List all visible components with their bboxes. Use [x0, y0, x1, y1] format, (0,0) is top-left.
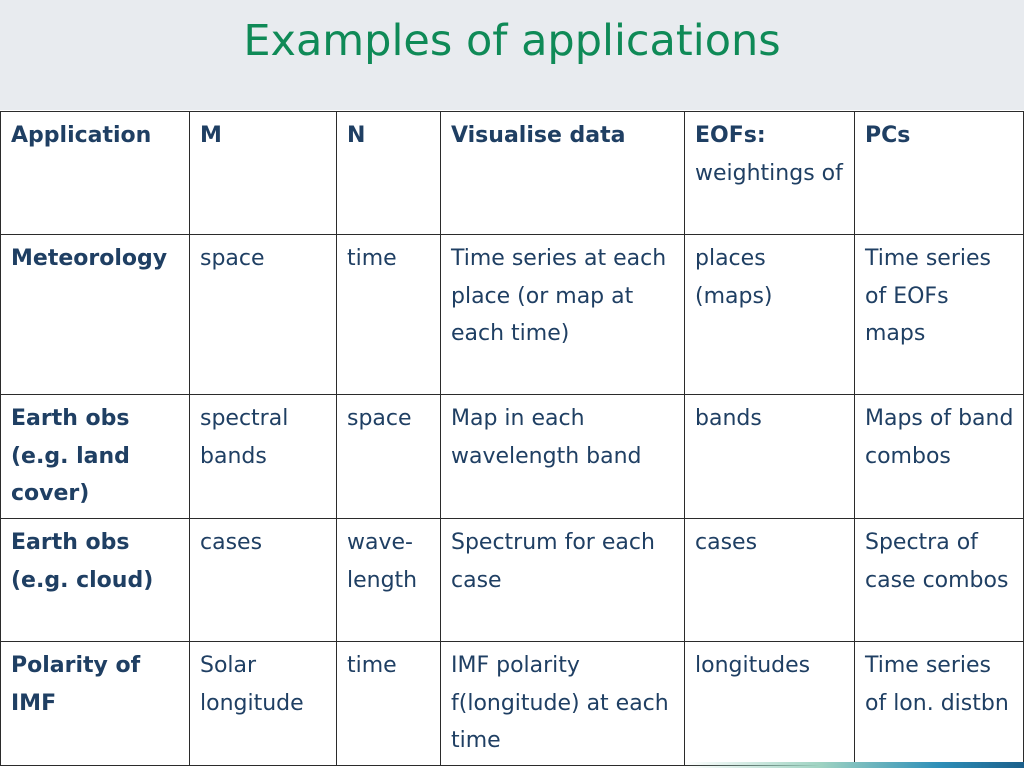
cell-pcs: Time series of EOFs maps — [854, 234, 1024, 395]
cell-n: time — [336, 641, 441, 766]
cell-visualise: IMF polarity f(longitude) at each time — [440, 641, 685, 766]
table-header-row: Application M N Visualise data EOFs: weig… — [0, 111, 1024, 235]
title-band — [0, 0, 1024, 110]
cell-pcs: Spectra of case combos — [854, 518, 1024, 642]
header-application: Application — [0, 111, 190, 235]
header-visualise: Visualise data — [440, 111, 685, 235]
slide-title: Examples of applications — [243, 16, 781, 66]
cell-application: Meteorology — [0, 234, 190, 395]
table-row: Earth obs (e.g. land cover) spectral ban… — [0, 394, 1024, 519]
cell-application: Earth obs (e.g. land cover) — [0, 394, 190, 519]
header-eofs: EOFs: weightings of — [684, 111, 855, 235]
decorative-stripe — [684, 762, 1024, 768]
header-m: M — [189, 111, 337, 235]
cell-visualise: Time series at each place (or map at eac… — [440, 234, 685, 395]
cell-m: Solar longitude — [189, 641, 337, 766]
cell-pcs: Maps of band combos — [854, 394, 1024, 519]
header-eofs-label: EOFs: — [695, 123, 766, 148]
cell-n: time — [336, 234, 441, 395]
cell-eofs: cases — [684, 518, 855, 642]
cell-eofs: places (maps) — [684, 234, 855, 395]
table-row: Earth obs (e.g. cloud) cases wave-length… — [0, 518, 1024, 642]
cell-n: space — [336, 394, 441, 519]
header-pcs: PCs — [854, 111, 1024, 235]
cell-m: cases — [189, 518, 337, 642]
cell-m: space — [189, 234, 337, 395]
cell-application: Earth obs (e.g. cloud) — [0, 518, 190, 642]
cell-visualise: Spectrum for each case — [440, 518, 685, 642]
header-n: N — [336, 111, 441, 235]
cell-pcs: Time series of lon. distbn — [854, 641, 1024, 766]
applications-table: Application M N Visualise data EOFs: weig… — [0, 111, 1024, 766]
cell-eofs: longitudes — [684, 641, 855, 766]
cell-n: wave-length — [336, 518, 441, 642]
cell-application: Polarity of IMF — [0, 641, 190, 766]
header-eofs-note: weightings of — [695, 160, 843, 186]
cell-m: spectral bands — [189, 394, 337, 519]
table-row: Polarity of IMF Solar longitude time IMF… — [0, 641, 1024, 766]
cell-visualise: Map in each wavelength band — [440, 394, 685, 519]
cell-eofs: bands — [684, 394, 855, 519]
table-row: Meteorology space time Time series at ea… — [0, 234, 1024, 395]
